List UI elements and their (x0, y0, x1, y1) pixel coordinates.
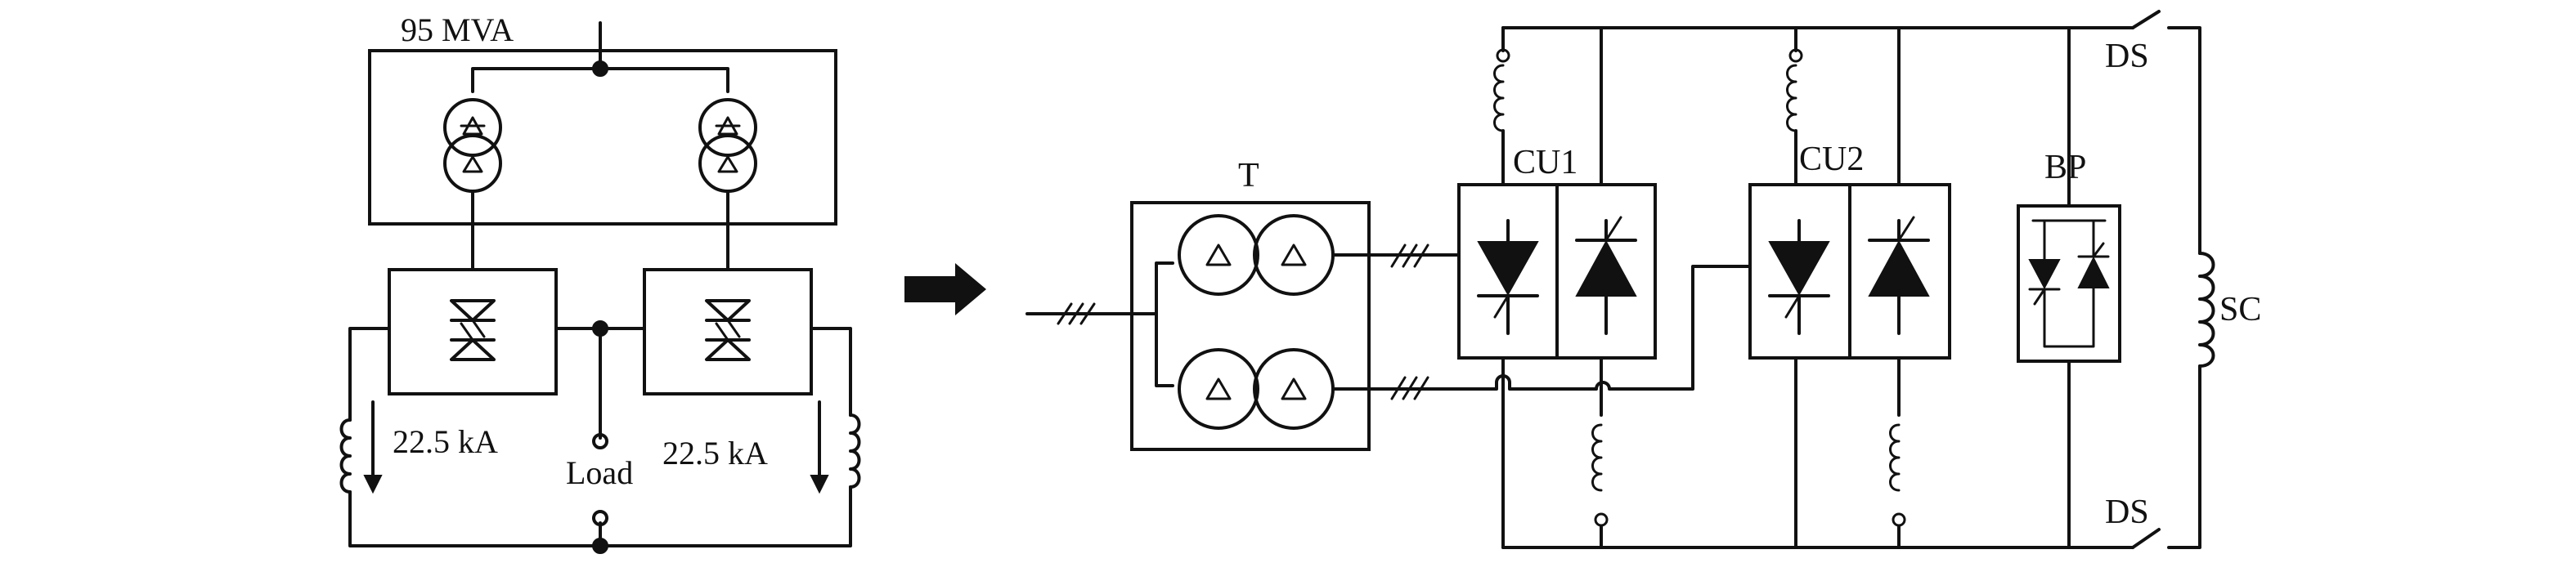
transformer-t-label: T (1238, 157, 1259, 194)
right-circuit: T DS (1025, 10, 2261, 549)
switch-top-label: DS (2105, 38, 2149, 75)
right-arrow-icon (904, 263, 986, 315)
sc-coil-icon (2198, 252, 2215, 368)
three-phase-ticks-input-icon (1057, 302, 1096, 325)
thyristor-cu1-up-icon (1575, 216, 1637, 335)
source-label: 95 MVA (401, 11, 514, 48)
reactor-cu1-bottom-icon (1591, 423, 1603, 492)
switch-bottom-label: DS (2105, 494, 2149, 531)
transformer-t-lower-icon (1178, 348, 1335, 430)
thyristor-cu2-down-icon (1768, 219, 1830, 335)
thyristor-pair-right-icon (705, 299, 751, 361)
converter-cu1-label: CU1 (1513, 144, 1577, 181)
thyristor-cu2-up-icon (1868, 216, 1930, 335)
coil-left-icon (339, 418, 352, 494)
thyristor-box-right (643, 268, 813, 395)
transformer-t-box (1130, 201, 1371, 451)
transformer-bus (471, 67, 729, 93)
switch-bottom-icon (2131, 528, 2161, 549)
three-phase-ticks-lower-icon (1390, 376, 1429, 400)
thyristor-cu1-down-icon (1477, 219, 1539, 335)
current-label-left: 22.5 kA (393, 423, 498, 460)
thyristor-pair-left-icon (450, 299, 496, 361)
load-terminal-bottom (592, 510, 608, 526)
converter-cu2-label: CU2 (1799, 141, 1864, 178)
load-terminal-top (592, 433, 608, 449)
transformer-right-icon (698, 98, 757, 193)
load-label: Load (566, 454, 633, 491)
thyristor-box-left (388, 268, 558, 395)
transformer-t-upper-icon (1178, 214, 1335, 296)
reactor-cu1-top-icon (1493, 64, 1505, 132)
coil-right-icon (849, 413, 861, 489)
current-arrow-right-icon (810, 400, 829, 494)
sc-label: SC (2219, 291, 2261, 328)
reactor-cu2-bottom-icon (1889, 423, 1901, 492)
bypass-bp-label: BP (2044, 149, 2086, 186)
bypass-thyristor-pair-icon (2028, 219, 2110, 348)
transformer-housing (368, 49, 837, 226)
reactor-cu2-top-icon (1786, 64, 1797, 132)
current-arrow-left-icon (363, 400, 383, 494)
current-label-right: 22.5 kA (662, 435, 768, 471)
transformer-left-icon (443, 98, 502, 193)
ac-input-line (1025, 261, 1174, 315)
switch-top-icon (2131, 10, 2161, 29)
left-circuit: 95 MVA (339, 11, 861, 554)
three-phase-ticks-upper-icon (1390, 244, 1429, 268)
